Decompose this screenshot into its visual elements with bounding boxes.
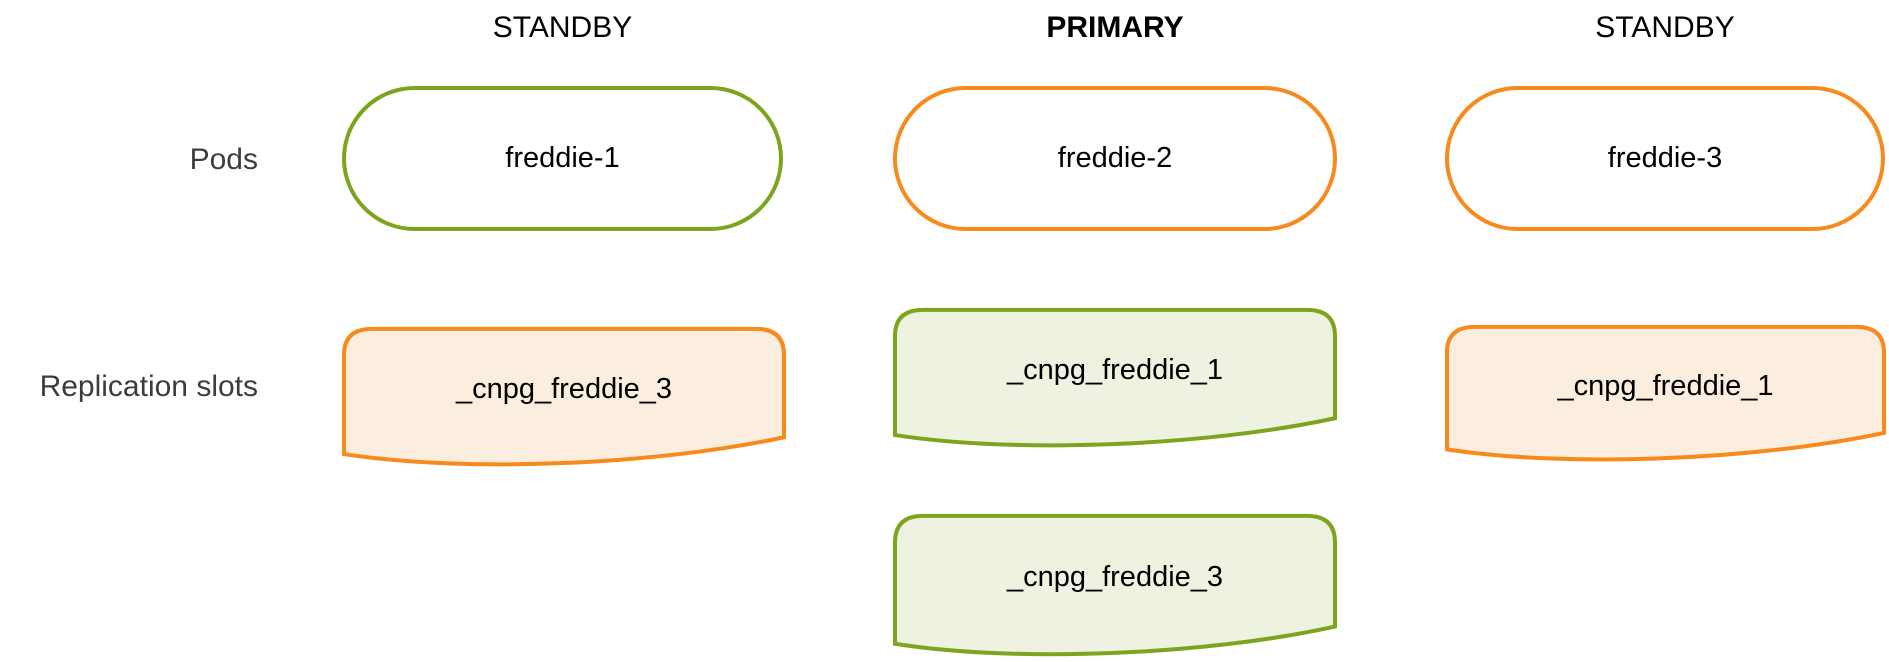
- column-header-standby-left: STANDBY: [492, 11, 633, 44]
- pod-freddie-1-label: freddie-1: [505, 142, 620, 174]
- document-shape-icon: [893, 514, 1337, 659]
- pod-freddie-2: freddie-2: [893, 86, 1337, 231]
- document-shape-icon: [342, 327, 786, 469]
- document-shape-icon: [1445, 325, 1886, 464]
- slot-standby1-cnpg-freddie-3: _cnpg_freddie_3: [342, 327, 786, 469]
- pod-freddie-3: freddie-3: [1445, 86, 1885, 231]
- pod-freddie-1: freddie-1: [342, 86, 783, 231]
- pod-freddie-3-label: freddie-3: [1607, 142, 1723, 174]
- pods-row-label: Pods: [189, 143, 258, 176]
- slot-label: _cnpg_freddie_3: [1006, 561, 1224, 594]
- slot-primary-cnpg-freddie-3: _cnpg_freddie_3: [893, 514, 1337, 659]
- pod-freddie-2-label: freddie-2: [1057, 142, 1173, 174]
- document-shape-icon: [893, 308, 1337, 450]
- replication-slots-row-label: Replication slots: [39, 370, 258, 403]
- column-header-primary: PRIMARY: [1046, 11, 1184, 44]
- column-header-standby-right: STANDBY: [1595, 11, 1735, 44]
- slot-primary-cnpg-freddie-1: _cnpg_freddie_1: [893, 308, 1337, 450]
- slot-label: _cnpg_freddie_3: [455, 372, 673, 405]
- slot-standby2-cnpg-freddie-1: _cnpg_freddie_1: [1445, 325, 1886, 464]
- slot-label: _cnpg_freddie_1: [1006, 353, 1224, 386]
- slot-label: _cnpg_freddie_1: [1557, 369, 1774, 402]
